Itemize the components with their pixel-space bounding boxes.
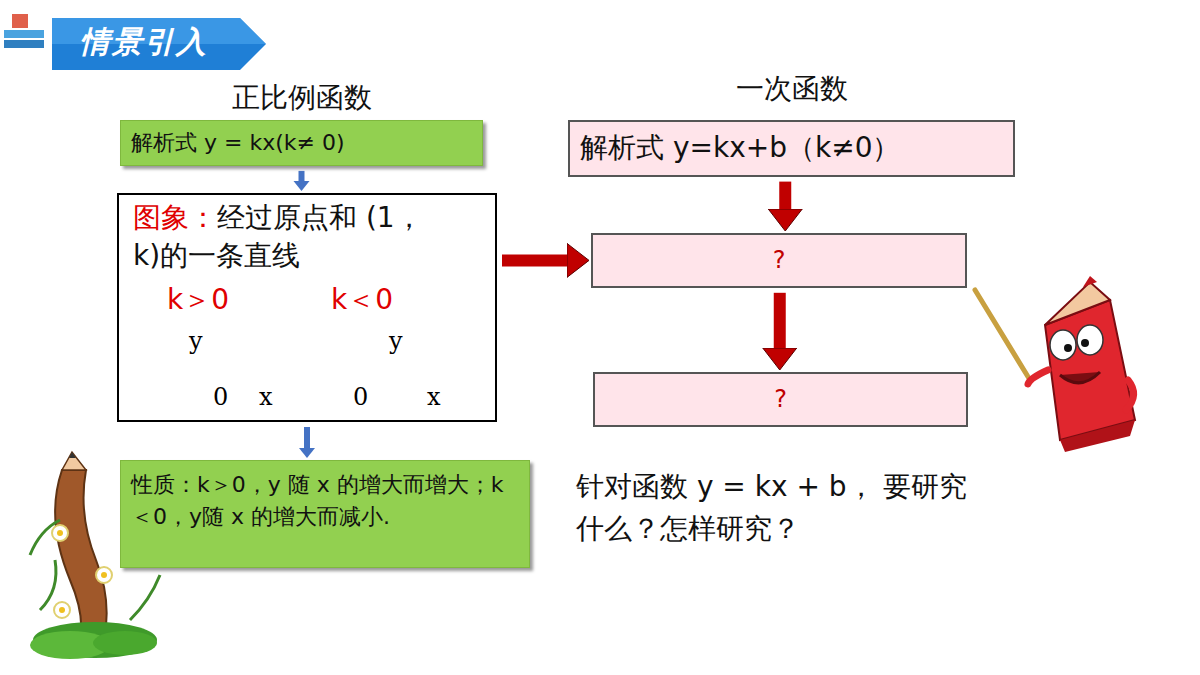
axis-label: 0 [213, 383, 228, 411]
content-box: 性质：k＞0，y 随 x 的增大而增大；k＜0，y随 x 的增大而减小. [120, 460, 530, 568]
section-title: 情景引入 [80, 22, 208, 63]
heading-word: 图象： [133, 201, 217, 234]
graph-box: 图象：经过原点和 (1，k)的一条直线k＞0k＜0y0xy0x [117, 193, 497, 422]
title-banner [4, 14, 266, 70]
flow-arrow [774, 293, 786, 348]
pencil-character [975, 276, 1135, 452]
flow-arrow [304, 427, 310, 448]
prompt-note: 针对函数 y = kx + b， 要研究什么？怎样研究？ [576, 466, 976, 550]
axis-label: y [189, 327, 203, 355]
flow-arrow [779, 182, 791, 209]
question-mark: ? [773, 243, 786, 278]
axis-label: 0 [353, 383, 368, 411]
box-text: 性质：k＞0，y 随 x 的增大而增大；k＜0，y随 x 的增大而减小. [131, 469, 519, 533]
question-box: ? [591, 233, 967, 288]
content-box: 一次函数解析式 y=kx+b（k≠0） [568, 120, 1015, 177]
content-box: 正比例函数解析式 y = kx(k≠ 0) [120, 120, 483, 166]
case-label: k＞0 [167, 281, 229, 319]
flow-arrow [299, 171, 305, 181]
flow-arrow [502, 254, 567, 266]
column-heading: 正比例函数 [121, 79, 482, 117]
axis-label: y [389, 327, 403, 355]
case-label: k＜0 [331, 281, 393, 319]
column-heading: 一次函数 [570, 70, 1013, 108]
axis-label: x [427, 383, 441, 411]
question-mark: ? [774, 382, 787, 417]
axis-label: x [259, 383, 273, 411]
image-description: 图象：经过原点和 (1，k)的一条直线 [133, 199, 433, 275]
box-text: 解析式 y = kx(k≠ 0) [131, 127, 472, 159]
box-text: 解析式 y=kx+b（k≠0） [580, 128, 1003, 169]
question-box: ? [593, 372, 968, 427]
